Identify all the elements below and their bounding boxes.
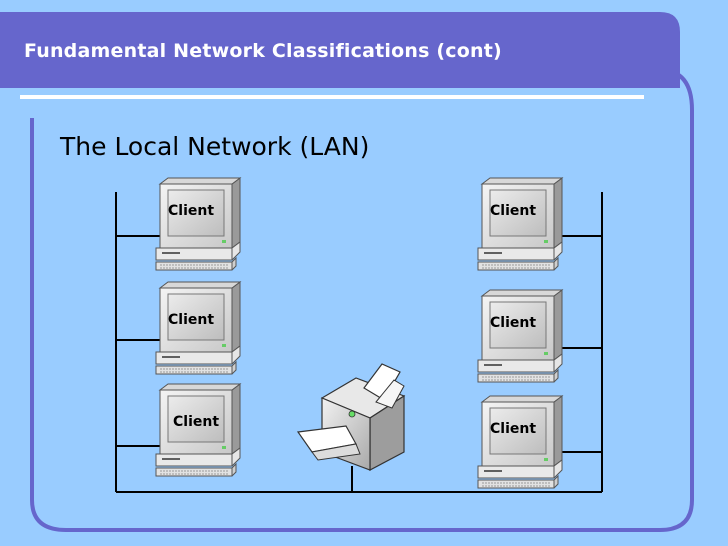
computer-icon: [155, 383, 241, 477]
computer-icon: [155, 177, 241, 271]
client-computer-2: Client: [155, 281, 241, 375]
client-label: Client: [168, 203, 214, 219]
client-label: Client: [173, 414, 219, 430]
printer-icon: [296, 363, 406, 471]
client-computer-5: Client: [477, 289, 563, 383]
title-underline: [20, 95, 644, 99]
lan-bus: [115, 192, 603, 493]
client-computer-4: Client: [477, 177, 563, 271]
computer-icon: [155, 281, 241, 375]
client-label: Client: [490, 203, 536, 219]
slide-subtitle: The Local Network (LAN): [60, 132, 370, 161]
client-label: Client: [168, 312, 214, 328]
title-bar: [0, 12, 680, 88]
client-label: Client: [490, 315, 536, 331]
computer-icon: [477, 289, 563, 383]
client-label: Client: [490, 421, 536, 437]
slide-frame: [30, 68, 694, 532]
computer-icon: [477, 395, 563, 489]
client-computer-1: Client: [155, 177, 241, 271]
client-computer-3: Client: [155, 383, 241, 477]
client-computer-6: Client: [477, 395, 563, 489]
computer-icon: [477, 177, 563, 271]
page-title: Fundamental Network Classifications (con…: [24, 40, 502, 62]
